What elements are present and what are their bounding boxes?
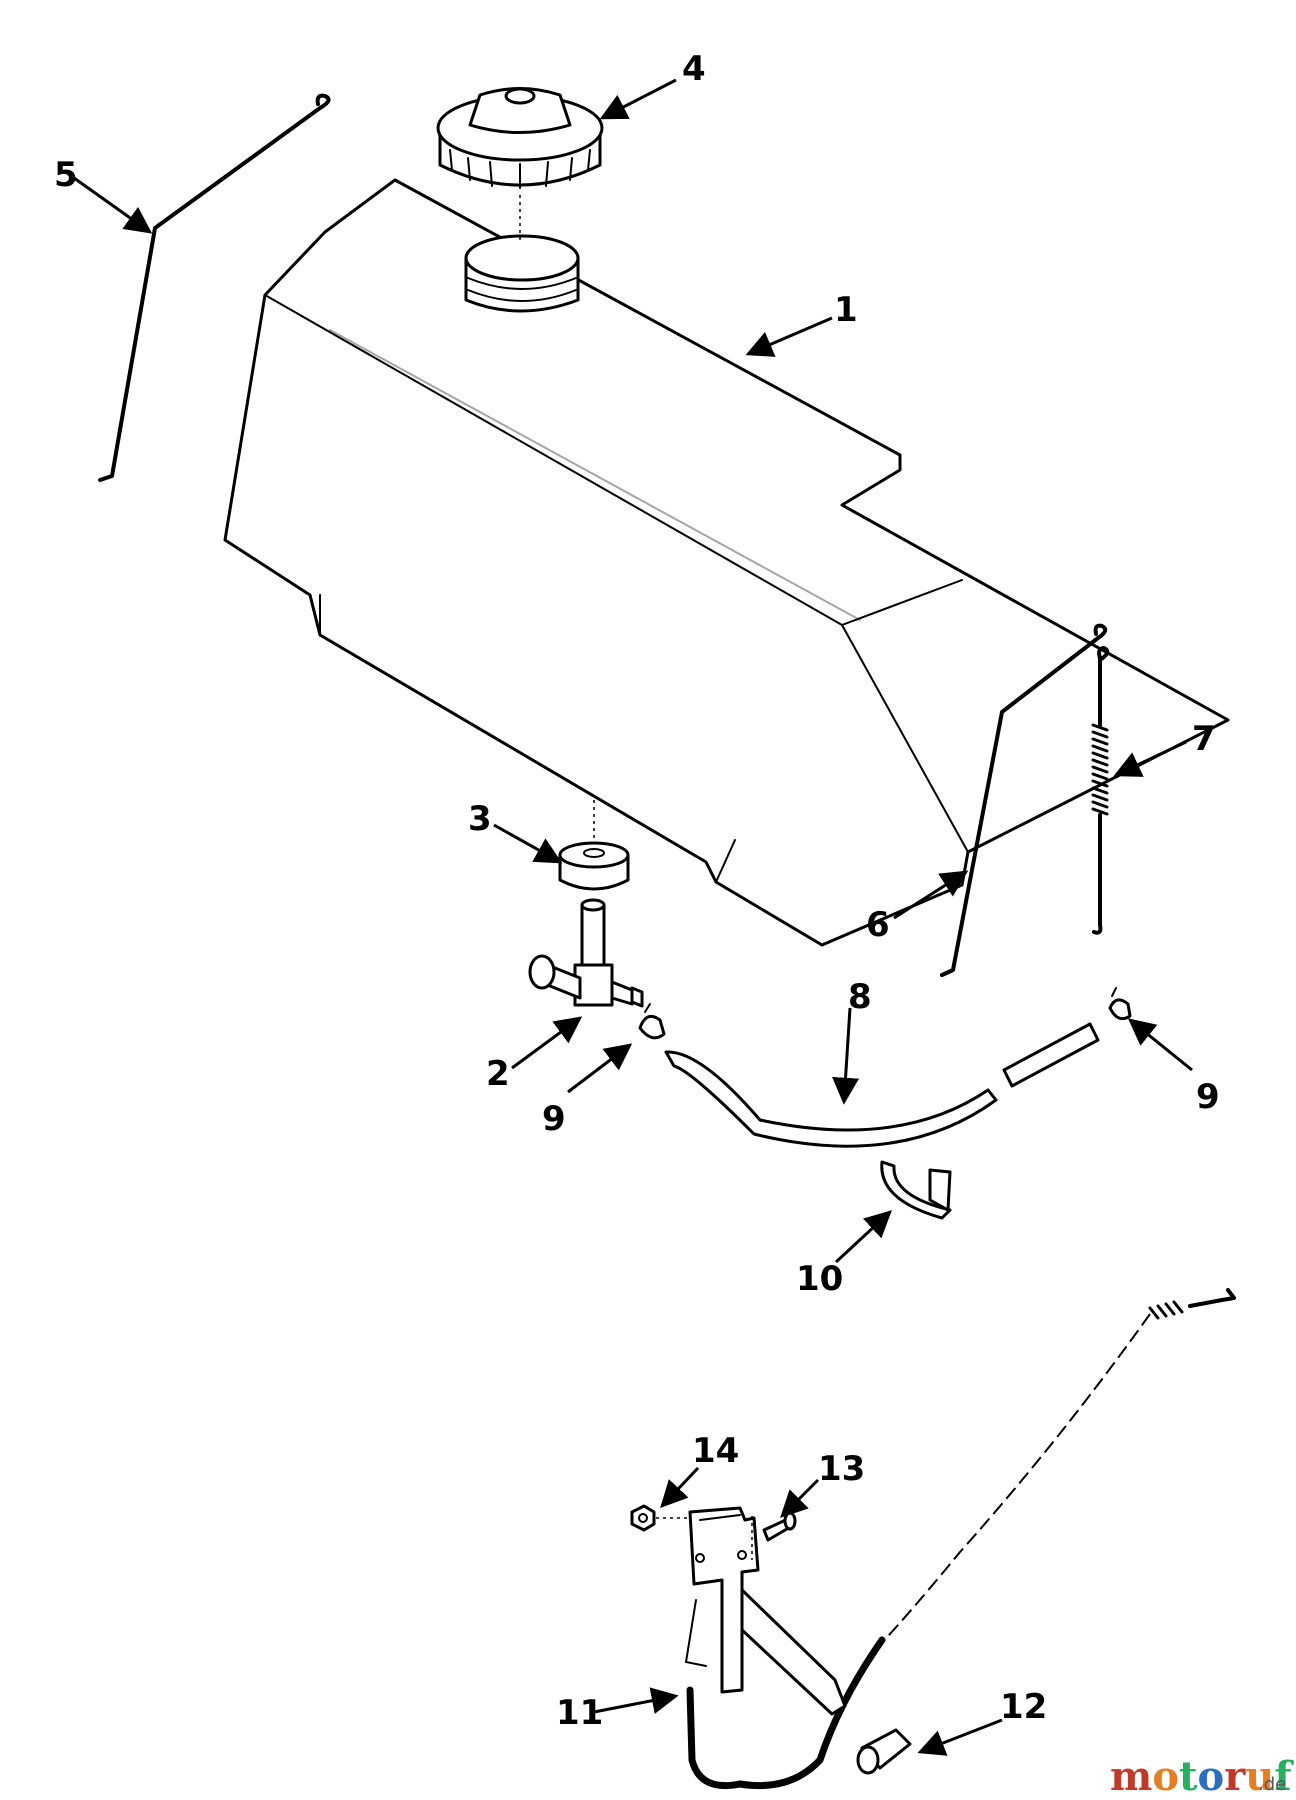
fuel-valve — [528, 898, 644, 1008]
screw — [751, 1511, 797, 1560]
callout-9-right: 9 — [1196, 1077, 1220, 1117]
fuel-cap — [436, 87, 604, 189]
callout-3: 3 — [468, 799, 492, 839]
spring — [1091, 646, 1110, 935]
callout-5: 5 — [54, 155, 78, 195]
callout-labels: 1 2 3 4 5 6 7 8 9 9 10 11 12 13 14 — [54, 49, 1220, 1733]
callout-12: 12 — [1000, 1687, 1047, 1727]
callout-7: 7 — [1192, 719, 1216, 759]
callout-6: 6 — [866, 905, 890, 945]
leader-arrows — [73, 78, 1193, 1756]
callout-13: 13 — [818, 1449, 865, 1489]
watermark-tld: .de — [1258, 1774, 1286, 1795]
hose-clamp-right — [1108, 987, 1132, 1021]
watermark: motoruf .de — [1110, 1753, 1294, 1800]
throttle-bracket — [684, 1506, 847, 1716]
callout-11: 11 — [556, 1693, 603, 1733]
throttle-cable — [686, 1288, 1236, 1790]
callout-10: 10 — [796, 1259, 843, 1299]
grommet — [558, 841, 630, 891]
fuel-hose — [664, 1022, 1100, 1148]
tank-rod-5 — [98, 93, 331, 482]
watermark-brand: motoruf — [1110, 1753, 1294, 1800]
callout-2: 2 — [486, 1054, 510, 1094]
callout-14: 14 — [692, 1431, 739, 1471]
callout-1: 1 — [834, 290, 858, 330]
filler-neck — [464, 234, 580, 313]
callout-4: 4 — [682, 49, 706, 89]
throttle-knob — [856, 1728, 912, 1775]
nut — [630, 1504, 690, 1532]
hose-clip — [880, 1160, 952, 1220]
fuel-tank — [223, 178, 1230, 947]
tank-rod-6 — [940, 623, 1108, 977]
callout-8: 8 — [848, 977, 872, 1017]
callout-9-left: 9 — [542, 1099, 566, 1139]
hose-clamp-left — [638, 1003, 666, 1040]
